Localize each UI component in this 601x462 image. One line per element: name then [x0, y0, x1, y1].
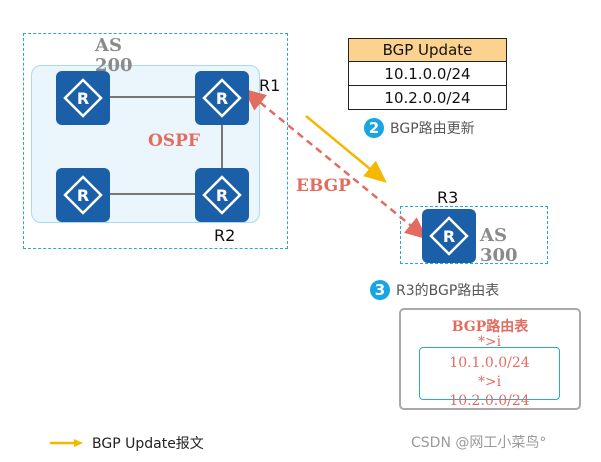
- watermark: CSDN @网工小菜鸟°: [411, 435, 547, 451]
- router-r2-icon[interactable]: R: [194, 167, 250, 223]
- bgp-update-table: BGP Update 10.1.0.0/24 10.2.0.0/24: [348, 38, 507, 110]
- update-table-route: 10.1.0.0/24: [348, 61, 507, 86]
- step-3-text: R3的BGP路由表: [396, 283, 500, 299]
- update-arrow: [305, 115, 387, 183]
- routing-entry-flag: *>i: [477, 374, 502, 390]
- step-3: 3 R3的BGP路由表: [370, 280, 499, 300]
- svg-text:R: R: [443, 227, 455, 246]
- step-2: 2 BGP路由更新: [364, 118, 475, 138]
- update-arrow-legend-icon: [50, 439, 83, 447]
- legend: BGP Update报文: [50, 433, 204, 453]
- ebgp-label: EBGP: [296, 176, 351, 196]
- step-2-text: BGP路由更新: [390, 121, 475, 137]
- r3-routing-table: [399, 308, 581, 410]
- ospf-label: OSPF: [148, 131, 200, 151]
- routing-entry-prefix: 10.1.0.0/24: [449, 355, 530, 371]
- routing-entry-prefix: 10.2.0.0/24: [449, 393, 530, 409]
- step-2-badge: 2: [364, 118, 384, 138]
- legend-label: BGP Update报文: [92, 436, 204, 452]
- step-3-badge: 3: [370, 280, 390, 300]
- svg-text:R: R: [216, 89, 228, 108]
- ebgp-link: [243, 88, 428, 240]
- router-r3-icon[interactable]: R: [421, 208, 477, 264]
- router-r2-label: R2: [214, 226, 236, 245]
- as200-label: AS 200: [95, 35, 133, 76]
- svg-text:R: R: [77, 186, 89, 205]
- router-icon[interactable]: R: [55, 70, 111, 126]
- update-table-header: BGP Update: [348, 38, 507, 62]
- router-r1-icon[interactable]: R: [194, 70, 250, 126]
- svg-text:R: R: [216, 186, 228, 205]
- svg-text:R: R: [77, 89, 89, 108]
- router-r3-label: R3: [437, 188, 459, 207]
- routing-table-entries: [419, 347, 560, 400]
- routing-entry-flag: *>i: [477, 334, 502, 350]
- routing-table-title: BGP路由表: [451, 319, 529, 335]
- as300-label: AS 300: [480, 225, 518, 266]
- router-r1-label: R1: [259, 76, 281, 95]
- router-icon[interactable]: R: [55, 167, 111, 223]
- update-table-route: 10.2.0.0/24: [348, 85, 507, 110]
